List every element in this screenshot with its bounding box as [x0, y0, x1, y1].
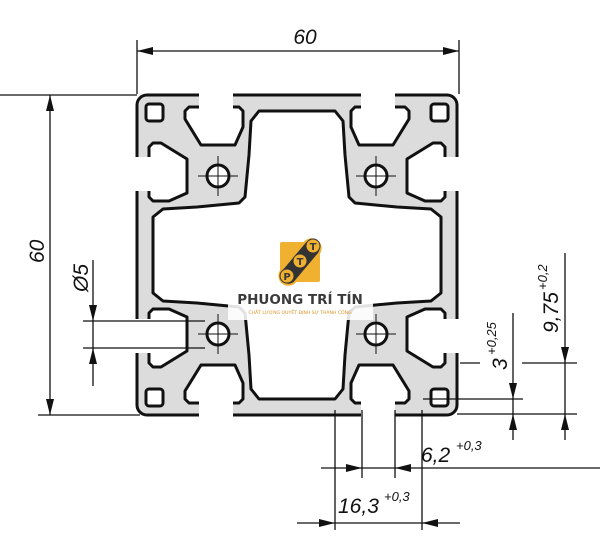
slot-wall-tolerance: +0,2 — [535, 264, 550, 290]
height-dimension-label: 60 — [26, 239, 49, 263]
corner-hole — [429, 387, 450, 408]
t-slot-cavity — [351, 365, 409, 419]
arrowhead — [509, 383, 517, 399]
arrowhead — [319, 519, 335, 527]
t-slot-cavity — [185, 91, 243, 145]
corner-hole — [144, 387, 165, 408]
arrowhead — [89, 305, 97, 321]
slot-wall-value: 9,75 — [540, 292, 563, 333]
t-slot-outline — [147, 141, 189, 203]
width-dimension-label: 60 — [293, 26, 317, 49]
arrowhead — [443, 47, 459, 55]
company-tagline: CHẤT LƯỢNG QUYẾT ĐỊNH SỰ THÀNH CÔNG — [248, 308, 352, 316]
t-slot-cavity — [351, 91, 409, 145]
logo-circle — [292, 253, 308, 269]
company-name: PHUONG TRÍ TÍN — [237, 291, 363, 308]
t-slot-cavity — [407, 309, 461, 367]
arrowhead — [395, 464, 411, 472]
arrowhead — [89, 348, 97, 364]
t-slot-cavity — [133, 309, 187, 367]
slot-opening-value: 6,2 — [421, 444, 451, 467]
slot-opening-tolerance: +0,3 — [456, 438, 482, 453]
t-slot-outline — [183, 105, 245, 147]
t-slot-outline — [183, 363, 245, 405]
slot-depth-value: 3 — [489, 358, 512, 370]
t-slot-outline — [405, 307, 447, 369]
logo-letter-p: P — [283, 272, 290, 283]
arrowhead — [509, 414, 517, 430]
t-slot-outline — [349, 105, 411, 147]
arrowhead — [46, 399, 54, 415]
corner-hole — [144, 102, 165, 123]
arrowhead — [137, 47, 153, 55]
arrowhead — [346, 464, 362, 472]
t-slot-cavity — [133, 143, 187, 201]
slot-width-value: 16,3 — [338, 495, 379, 518]
arrowhead — [561, 347, 569, 363]
hole-diameter-label: Ø5 — [70, 264, 93, 293]
logo-letter-t1: T — [297, 257, 304, 268]
t-slot-outline — [349, 363, 411, 405]
arrowhead — [561, 414, 569, 430]
slot-width-tolerance: +0,3 — [384, 489, 410, 504]
corner-hole — [429, 102, 450, 123]
arrowhead — [422, 519, 438, 527]
company-logo: P T T PHUONG TRÍ TÍN CHẤT LƯỢNG QUYẾT ĐỊ… — [228, 224, 373, 320]
t-slot-cavity — [407, 143, 461, 201]
logo-circle — [279, 268, 295, 284]
logo-circle — [305, 238, 321, 254]
t-slot-outline — [147, 307, 189, 369]
t-slot-outline — [405, 141, 447, 203]
t-slot-cavity — [185, 365, 243, 419]
slot-depth-tolerance: +0,25 — [484, 321, 499, 355]
logo-letter-t2: T — [310, 242, 317, 253]
arrowhead — [46, 95, 54, 111]
dimension-lines — [0, 40, 600, 530]
